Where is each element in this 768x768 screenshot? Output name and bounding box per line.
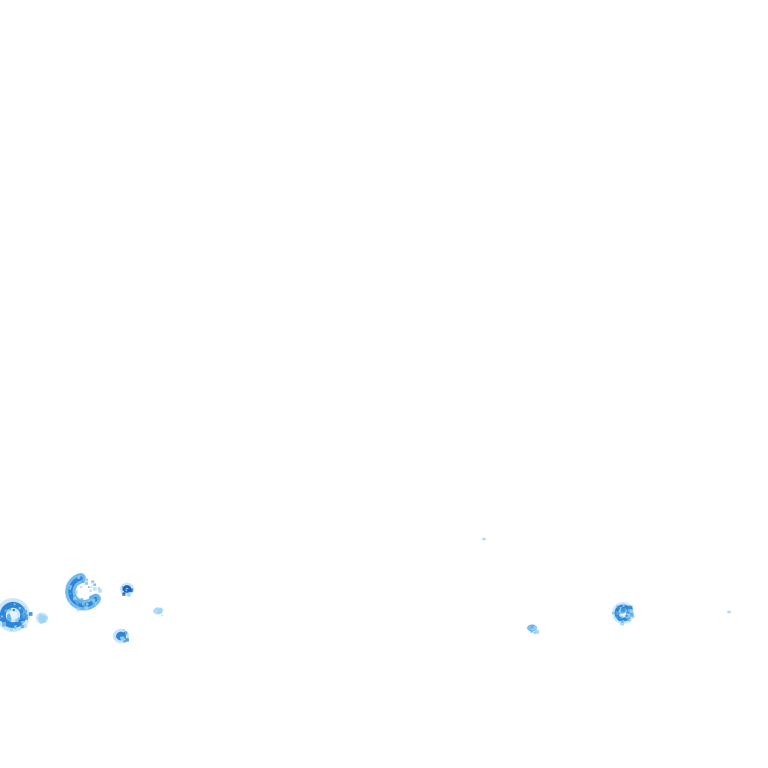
echo-cell-small-north bbox=[120, 582, 134, 597]
echo-cell-tiny-top bbox=[482, 537, 486, 541]
echo-cell-faint-center bbox=[527, 624, 539, 634]
echo-cell-faint-mid bbox=[153, 607, 163, 617]
echo-cell-east-ring bbox=[612, 602, 635, 626]
echo-cell-small-south bbox=[113, 628, 129, 644]
echo-cell-crescent bbox=[65, 573, 102, 611]
echo-cell-faint-west bbox=[36, 612, 48, 624]
echo-cell-west-ring bbox=[0, 598, 33, 632]
echo-cell-far-east bbox=[727, 610, 731, 614]
